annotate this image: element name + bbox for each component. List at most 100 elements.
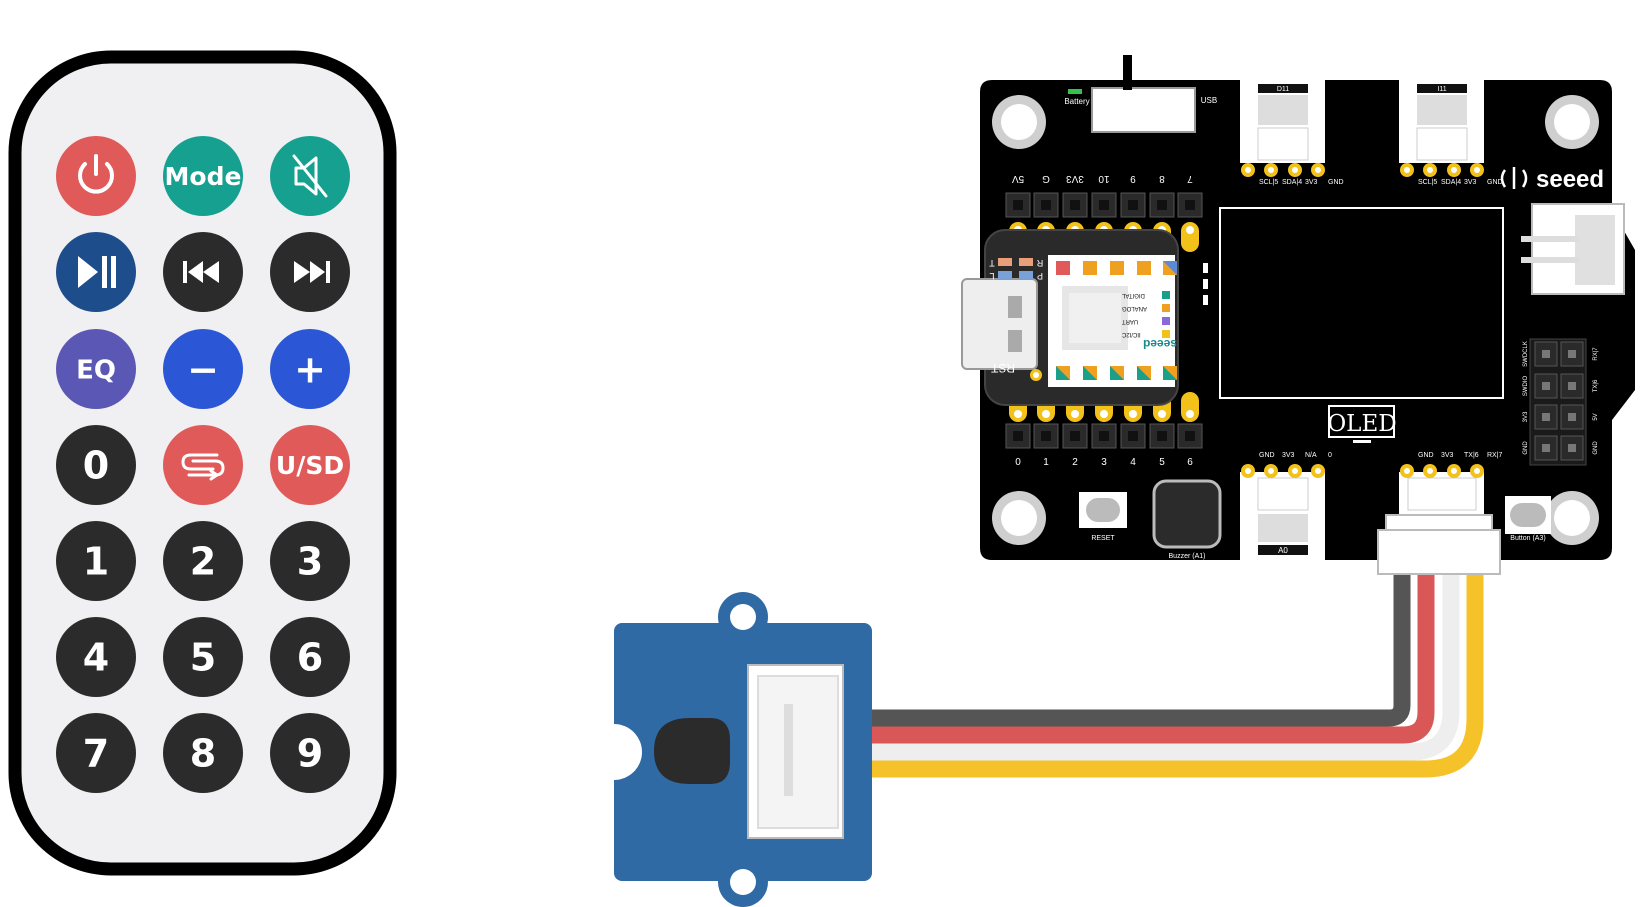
xiao-legend-label: ANALOG: [1122, 305, 1147, 311]
previous-button[interactable]: [163, 232, 243, 312]
grove-pin-label: GND: [1328, 179, 1344, 186]
swd-pin-label: GND: [1523, 441, 1529, 455]
swd-pin-label: 3V3: [1523, 411, 1529, 422]
oled-screen: [1219, 207, 1504, 399]
header-pin[interactable]: [1062, 423, 1088, 449]
digit-2-label: 2: [190, 540, 216, 584]
grove-cable-plug: [1377, 514, 1501, 575]
rst-label: RST: [990, 361, 1015, 375]
bottom-pin-label: 6: [1187, 457, 1193, 468]
bottom-pin-label: 1: [1043, 457, 1049, 468]
grove-pin-label: N/A: [1305, 452, 1317, 459]
top-pin-label: 7: [1187, 173, 1193, 184]
mode-label: Mode: [165, 162, 242, 191]
digit-6-button[interactable]: 6: [270, 617, 350, 697]
reset-button[interactable]: [1079, 492, 1127, 528]
grove-port-tag: I11: [1437, 86, 1446, 93]
usb-c-port[interactable]: [961, 278, 1038, 370]
digit-0-label: 0: [83, 444, 109, 488]
sensor-side-notch: [586, 724, 642, 780]
bottom-pin-label: 3: [1101, 457, 1107, 468]
wire-white: [841, 560, 1460, 761]
digit-6-label: 6: [297, 636, 323, 680]
repeat-icon: [181, 453, 225, 481]
xiao-brand-label: seeed: [1143, 337, 1177, 351]
button-label: Button (A3): [1510, 535, 1545, 542]
wire-black: [841, 560, 1411, 727]
minus-button[interactable]: −: [163, 329, 243, 409]
grove-pin-label: 3V3: [1282, 452, 1295, 459]
grove-pin-label: 0: [1328, 452, 1332, 459]
status-label: R: [1036, 258, 1043, 268]
sensor-mount-hole: [730, 869, 756, 895]
power-button[interactable]: [56, 136, 136, 216]
battery-label: Battery: [1064, 97, 1089, 106]
header-pin[interactable]: [1177, 192, 1203, 218]
grove-pin-label: 3V3: [1305, 179, 1318, 186]
u-sd-button[interactable]: U/SD: [270, 425, 350, 505]
grove-pin-label: 3V3: [1441, 452, 1454, 459]
xiao-legend-label: IIC/I2C: [1121, 331, 1140, 337]
previous-icon: [183, 261, 219, 283]
header-pin[interactable]: [1091, 192, 1117, 218]
status-label: P: [1037, 271, 1043, 281]
swd-pin-label: TX|6: [1593, 379, 1599, 392]
board-mount-holes: [992, 95, 1599, 545]
user-button[interactable]: [1505, 496, 1551, 534]
xiao-legend-label: DIGITAL: [1121, 292, 1145, 298]
digit-8-button[interactable]: 8: [163, 713, 243, 793]
next-button[interactable]: [270, 232, 350, 312]
eq-button[interactable]: EQ: [56, 329, 136, 409]
swd-pin-label: GND: [1593, 441, 1599, 455]
digit-2-button[interactable]: 2: [163, 521, 243, 601]
digit-9-label: 9: [297, 732, 323, 776]
usb-label: USB: [1201, 96, 1217, 105]
battery-connector[interactable]: [1521, 203, 1625, 295]
swd-pin-label: RX|7: [1593, 347, 1599, 361]
u-sd-label: U/SD: [276, 451, 344, 480]
grove-pin-label: SDA|4: [1282, 179, 1302, 186]
top-pin-label: 9: [1130, 173, 1136, 184]
play-pause-button[interactable]: [56, 232, 136, 312]
header-pad: [1181, 222, 1199, 252]
repeat-button[interactable]: [163, 425, 243, 505]
bottom-pin-label: 4: [1130, 457, 1136, 468]
power-switch-lever[interactable]: [1123, 55, 1132, 90]
eq-label: EQ: [76, 355, 116, 385]
plus-label: +: [294, 348, 326, 392]
digit-7-button[interactable]: 7: [56, 713, 136, 793]
top-pin-label: 3V3: [1066, 173, 1084, 184]
digit-5-button[interactable]: 5: [163, 617, 243, 697]
digit-9-button[interactable]: 9: [270, 713, 350, 793]
mode-button[interactable]: Mode: [163, 136, 243, 216]
digit-7-label: 7: [83, 732, 109, 776]
digit-0-button[interactable]: 0: [56, 425, 136, 505]
power-switch[interactable]: [1091, 87, 1196, 133]
xiao-legend-label: UART: [1122, 318, 1139, 324]
bottom-pin-label: 0: [1015, 457, 1021, 468]
digit-4-button[interactable]: 4: [56, 617, 136, 697]
top-pin-label: 5V: [1012, 173, 1025, 184]
brand-label: seeed: [1536, 166, 1604, 193]
ir-receiver-diode: [654, 718, 730, 784]
bottom-pin-label: 2: [1072, 457, 1078, 468]
grove-pin-label: SCL|5: [1259, 179, 1278, 186]
plus-button[interactable]: +: [270, 329, 350, 409]
mute-button[interactable]: [270, 136, 350, 216]
status-led-icon: [1019, 258, 1033, 266]
grove-connector-latch: [784, 704, 793, 796]
top-pin-label: 10: [1098, 173, 1110, 184]
digit-3-button[interactable]: 3: [270, 521, 350, 601]
grove-pin-label: RX|7: [1487, 452, 1503, 459]
digit-1-button[interactable]: 1: [56, 521, 136, 601]
